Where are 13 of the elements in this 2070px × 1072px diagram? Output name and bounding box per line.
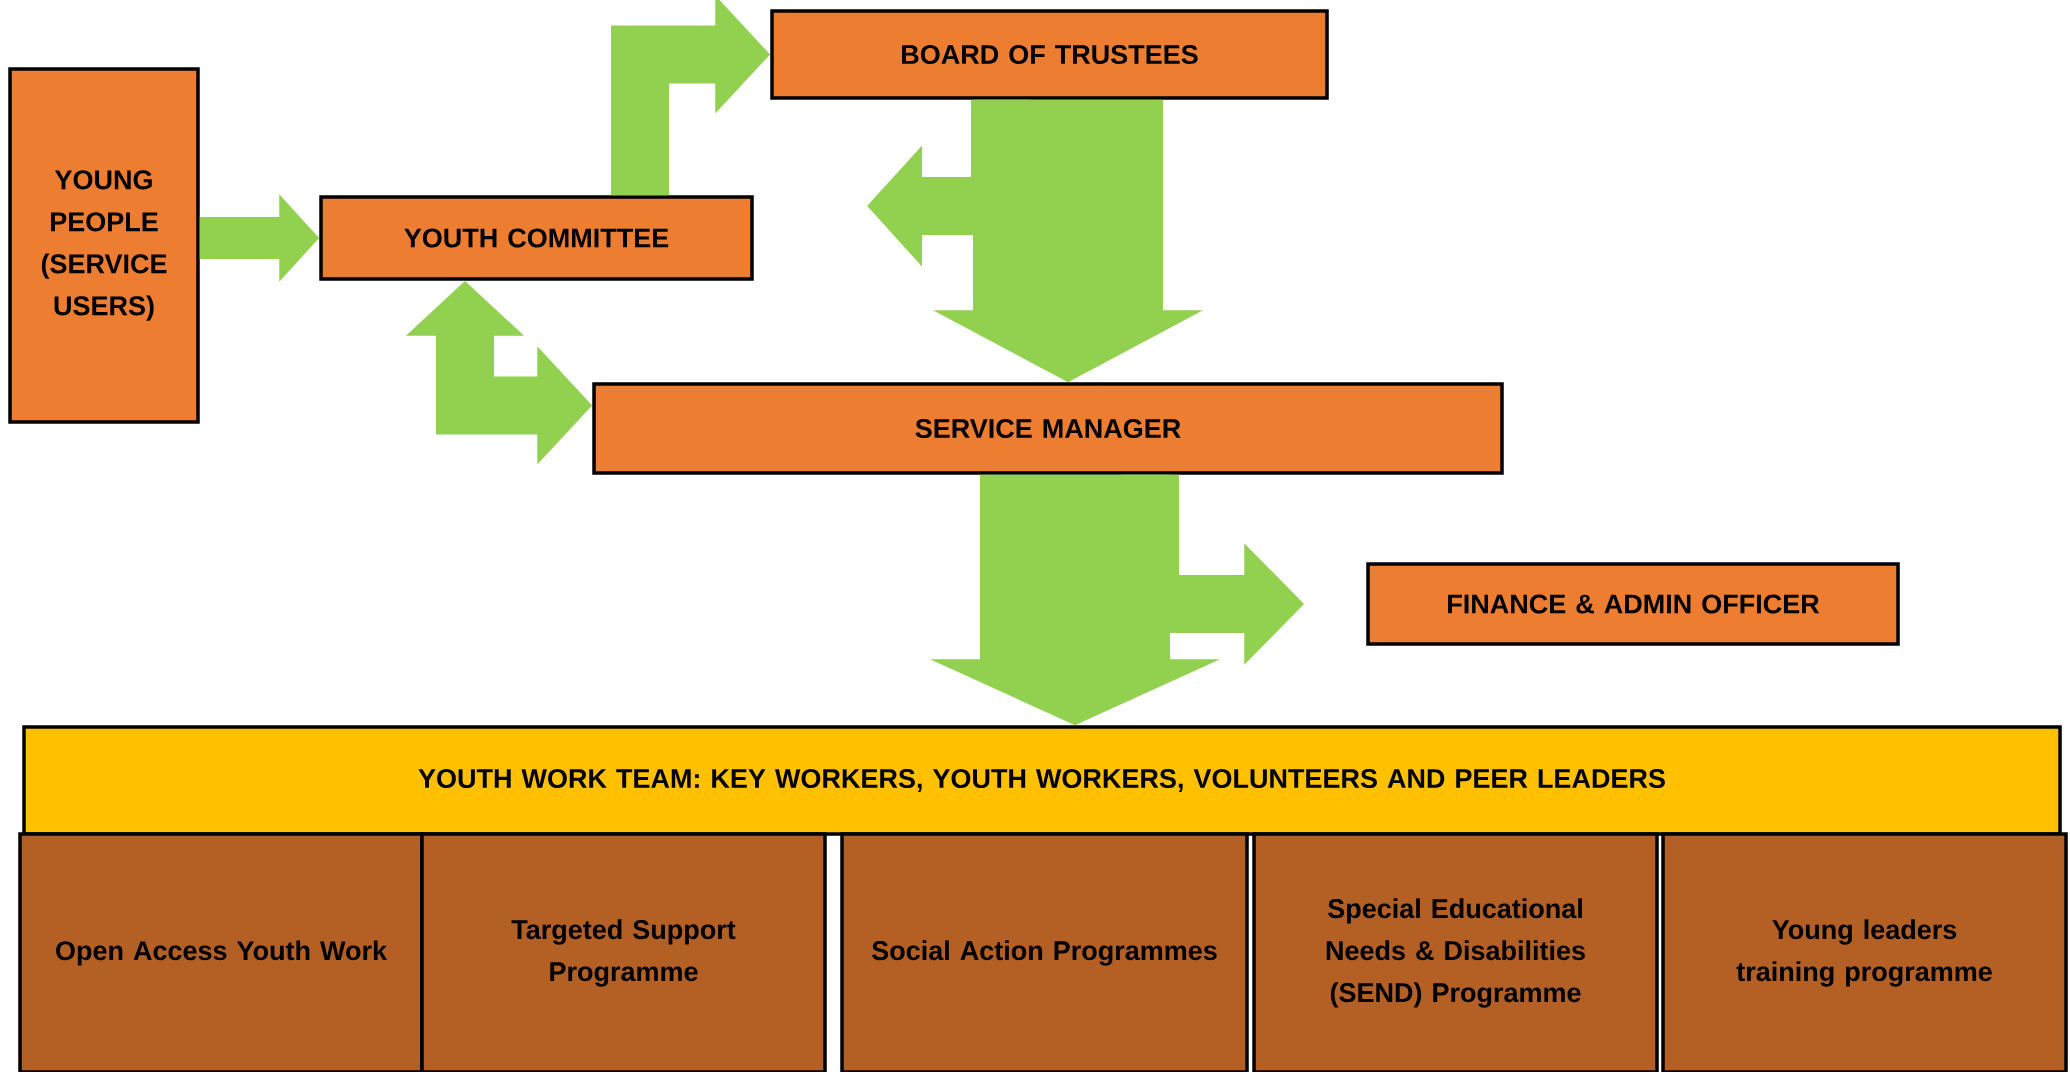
role-box: SERVICE MANAGER (592, 382, 1504, 475)
programme-box: Special Educational Needs & Disabilities (SEND) Programme (1252, 832, 1659, 1072)
role-box: FINANCE & ADMIN OFFICER (1366, 562, 1900, 646)
programme-box: Targeted Support Programme (420, 832, 827, 1072)
arrow (930, 474, 1220, 726)
programme-box: Open Access Youth Work (18, 832, 424, 1072)
programme-box: Social Action Programmes (840, 832, 1249, 1072)
role-box: YOUNG PEOPLE (SERVICE USERS) (8, 67, 200, 424)
arrow (933, 99, 1203, 383)
team-band: YOUTH WORK TEAM: KEY WORKERS, YOUTH WORKERS, VOLUNTEERS AND PEER LEADERS (22, 725, 2062, 836)
role-box: YOUTH COMMITTEE (319, 195, 754, 281)
role-box: BOARD OF TRUSTEES (770, 9, 1329, 100)
programme-box: Young leaders training programme (1661, 832, 2068, 1072)
